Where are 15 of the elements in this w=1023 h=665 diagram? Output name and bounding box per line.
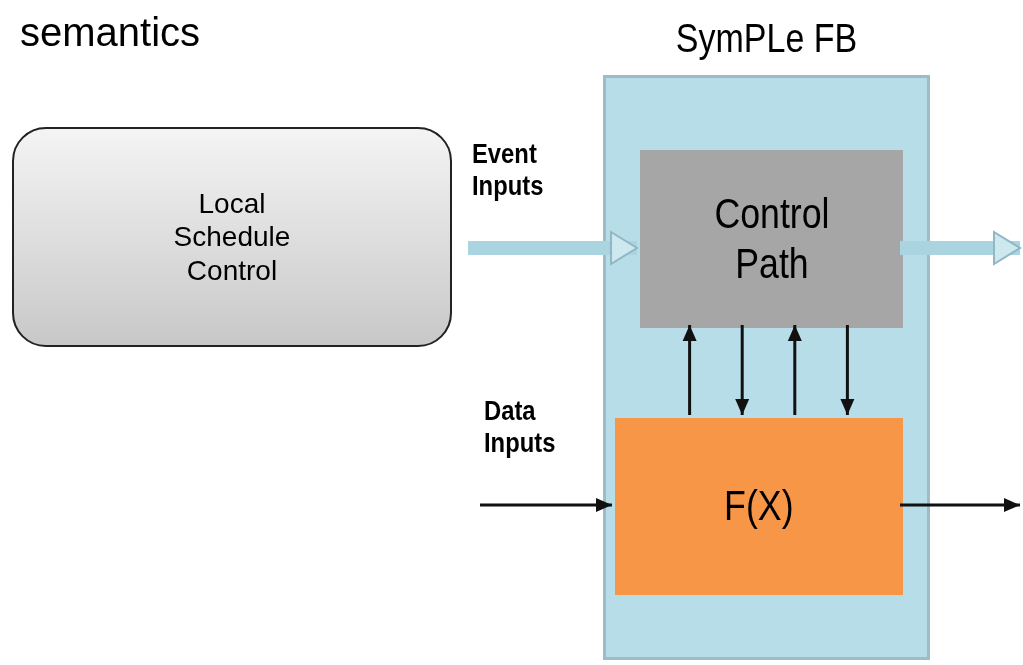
function-box: F(X)	[615, 418, 903, 595]
arrow	[900, 498, 1020, 512]
arrow	[900, 231, 1021, 265]
title: semantics	[20, 12, 201, 52]
edge-label: Data Inputs	[484, 395, 557, 460]
arrow	[735, 325, 750, 415]
arrow	[840, 325, 855, 415]
edge-label: Event Inputs	[472, 138, 545, 203]
process-box: Control Path	[640, 150, 903, 328]
arrow	[787, 325, 802, 415]
arrow	[468, 231, 638, 265]
rounded-box: Local Schedule Control	[12, 127, 452, 347]
arrow	[480, 498, 612, 512]
panel-title: SymPLe FB	[674, 18, 859, 58]
arrow	[682, 325, 697, 415]
